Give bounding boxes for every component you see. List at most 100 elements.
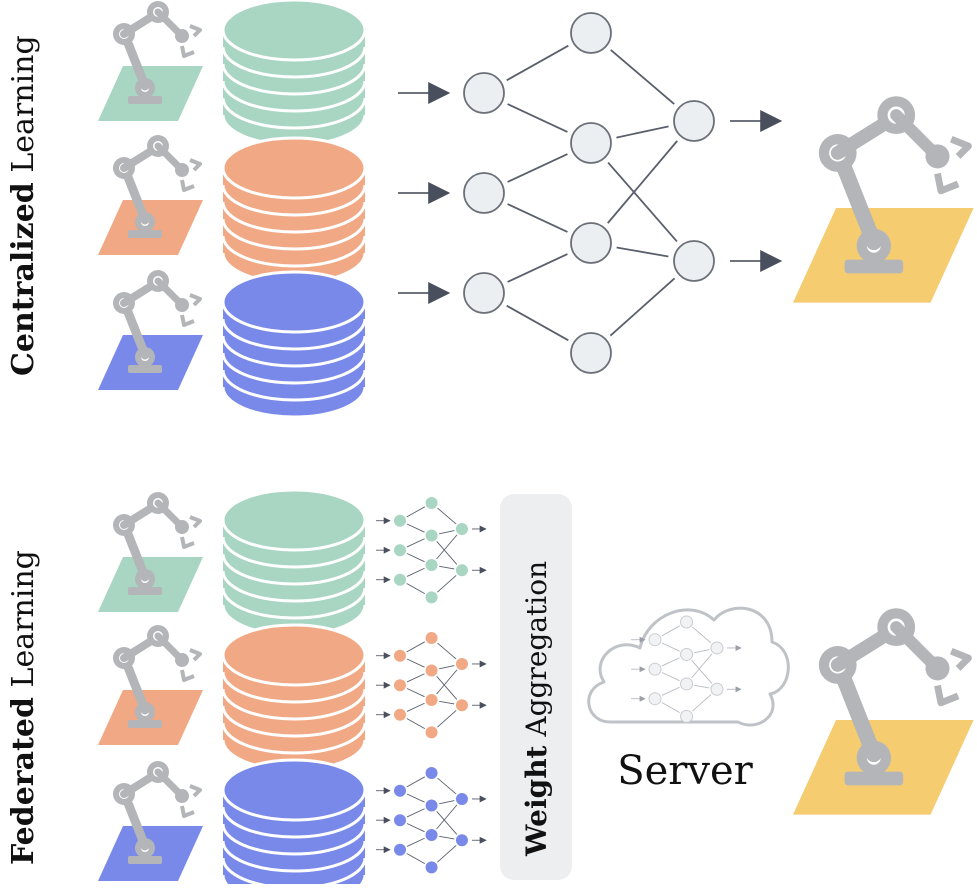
nn-edge: [406, 658, 425, 668]
robot-gripper-bottom: [180, 45, 195, 58]
nn-edge: [439, 700, 455, 705]
disk-separator: [221, 671, 367, 704]
nn-node: [425, 799, 438, 812]
disk-separator: [221, 46, 367, 79]
robot-lower-arm: [121, 167, 150, 225]
robot-gripper-top: [189, 24, 202, 38]
robot-icon-orange: [98, 135, 203, 255]
nn-node: [425, 767, 438, 779]
robot-forearm: [154, 632, 184, 662]
nn-node: [394, 679, 406, 692]
nn-node: [425, 591, 438, 604]
nn-node: [394, 649, 406, 662]
robot-gripper-bottom: [934, 684, 960, 707]
nn-edge: [406, 837, 425, 847]
nn-node: [425, 693, 438, 706]
nn-node: [394, 814, 406, 827]
nn-edge: [406, 793, 425, 803]
aggregation-bold-text: Weight: [520, 745, 553, 856]
robot-gripper-top: [189, 648, 202, 662]
nn-node: [680, 647, 694, 661]
nn-edge: [609, 277, 676, 337]
nn-edge: [607, 161, 678, 243]
robot-icon-yellow-fed: [793, 608, 974, 815]
nn-edge: [661, 657, 680, 667]
nn-node: [394, 514, 406, 527]
local-network-green: [376, 497, 487, 604]
nn-edge: [691, 660, 713, 684]
disk-separator: [221, 823, 367, 856]
database-blue: [221, 270, 367, 419]
nn-node: [570, 122, 612, 164]
robot-base: [128, 856, 162, 864]
disk-separator: [221, 218, 367, 251]
nn-edge: [507, 253, 568, 283]
disk-top: [221, 136, 367, 200]
disk-separator: [221, 570, 367, 603]
nn-node: [673, 240, 715, 282]
disk-separator: [221, 335, 367, 368]
server-neural-network: [631, 615, 742, 723]
nn-node: [425, 726, 438, 739]
robot-gripper-bottom: [180, 179, 195, 192]
robot-gripper-bottom: [180, 314, 195, 327]
nn-edge: [436, 804, 458, 830]
disk-top: [221, 623, 367, 687]
robot-gripper-top: [949, 648, 972, 671]
robot-forearm: [154, 142, 184, 172]
robot-wrist: [925, 144, 950, 169]
nn-edge: [436, 676, 458, 700]
nn-edge: [694, 684, 710, 689]
federated-rest-text: Learning: [6, 550, 41, 688]
disk-separator: [221, 97, 367, 130]
central-neural-network: [398, 12, 783, 374]
disk-separator: [221, 857, 367, 888]
disk-separator: [221, 806, 367, 839]
robot-forearm: [154, 8, 184, 38]
centralized-learning-label: Centralized Learning: [0, 0, 41, 390]
robot-lower-arm: [121, 793, 150, 851]
nn-edge: [406, 776, 426, 788]
robot-wrist: [175, 298, 189, 312]
robot-lower-arm: [833, 664, 882, 763]
nn-edge: [437, 575, 457, 593]
robot-icon-orange-fed: [98, 625, 203, 745]
robot-forearm: [154, 768, 184, 798]
robot-icon-green-fed: [98, 492, 203, 612]
nn-node: [394, 573, 406, 586]
disk-top: [221, 758, 367, 822]
nn-edge: [406, 808, 425, 818]
disk-separator: [221, 587, 367, 620]
nn-edge: [406, 538, 425, 548]
nn-edge: [439, 530, 455, 535]
nn-edge: [406, 823, 425, 833]
nn-edge: [437, 845, 457, 863]
robot-base: [128, 96, 162, 104]
nn-edge: [661, 625, 681, 637]
disk-separator: [221, 80, 367, 113]
robot-forearm: [890, 109, 941, 159]
nn-edge: [406, 702, 425, 712]
nn-edge: [437, 777, 457, 795]
robot-lower-arm: [121, 33, 150, 91]
disk-separator: [221, 705, 367, 738]
robot-wrist: [175, 29, 189, 43]
nn-node: [394, 784, 406, 797]
nn-node: [570, 12, 612, 54]
weight-aggregation-box: Weight Aggregation: [500, 494, 572, 880]
nn-node: [710, 641, 724, 655]
robot-icon-blue-fed: [98, 761, 203, 881]
disk-separator: [221, 201, 367, 234]
robot-wrist: [925, 656, 950, 681]
nn-node: [463, 172, 505, 214]
nn-node: [680, 677, 694, 691]
nn-node: [648, 662, 662, 676]
nn-edge: [436, 541, 458, 565]
robot-gripper-top: [189, 784, 202, 798]
nn-node: [570, 222, 612, 264]
disk-separator: [221, 235, 367, 268]
nn-edge: [406, 688, 425, 698]
robot-gripper-top: [189, 293, 202, 307]
nn-node: [455, 657, 468, 670]
